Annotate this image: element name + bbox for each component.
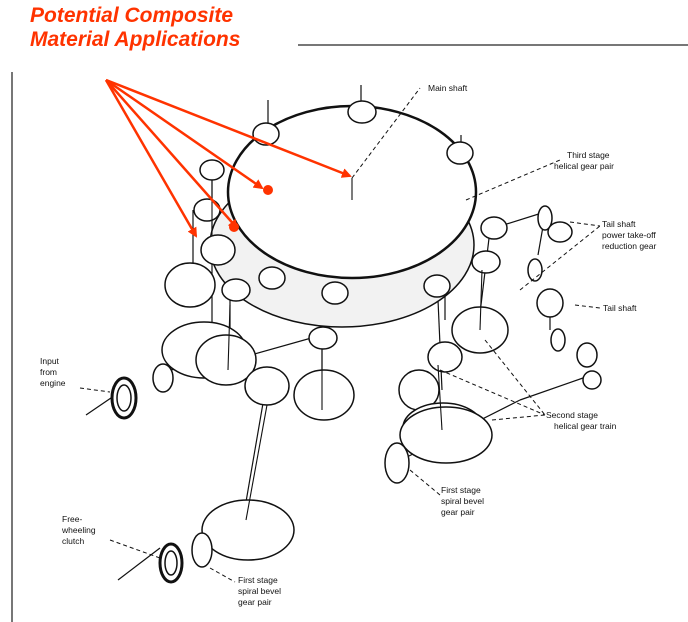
title-line-2: Material Applications — [30, 28, 241, 51]
gear-top-3 — [446, 141, 474, 165]
label-freewheel-2: wheeling — [61, 525, 96, 535]
gear-right-2 — [471, 250, 501, 274]
gear-tail-6 — [576, 342, 598, 368]
labels: Main shaft Third stage helical gear pair… — [40, 83, 657, 607]
label-freewheel-1: Free- — [62, 514, 82, 524]
gear-left-2 — [193, 198, 221, 222]
leader-lines — [79, 87, 601, 583]
gear-left-4 — [164, 262, 216, 308]
gear-right-5 — [427, 341, 463, 373]
gear-right-3 — [423, 274, 451, 298]
label-second-stage-1: Second stage — [546, 410, 598, 420]
label-first-bevel-left-3: gear pair — [238, 597, 272, 607]
gear-right-1 — [480, 216, 508, 240]
label-input-2: from — [40, 367, 57, 377]
label-third-stage-1: Third stage — [567, 150, 610, 160]
composite-dots — [229, 185, 273, 232]
gear-center-4 — [293, 369, 355, 421]
label-tail-pto-2: power take-off — [602, 230, 656, 240]
gear-input-clutch-inner — [116, 384, 132, 412]
label-first-bevel-left-2: spiral bevel — [238, 586, 281, 596]
label-third-stage-2: helical gear pair — [554, 161, 614, 171]
label-freewheel-3: clutch — [62, 536, 84, 546]
label-first-bevel-right-3: gear pair — [441, 507, 475, 517]
title-line-1: Potential Composite — [30, 4, 234, 27]
label-first-bevel-right-2: spiral bevel — [441, 496, 484, 506]
label-first-bevel-left-1: First stage — [238, 575, 278, 585]
gears — [110, 100, 602, 584]
label-first-bevel-right-1: First stage — [441, 485, 481, 495]
label-input-3: engine — [40, 378, 66, 388]
label-input-1: Input — [40, 356, 60, 366]
gear-center-3 — [321, 281, 349, 305]
label-tail-shaft: Tail shaft — [603, 303, 637, 313]
composite-arrows — [104, 78, 352, 238]
gear-left-8 — [195, 334, 257, 386]
label-main-shaft: Main shaft — [428, 83, 468, 93]
label-second-stage-2: helical gear train — [554, 421, 617, 431]
gear-bevel-right — [384, 442, 410, 484]
gear-bevel-large — [201, 499, 295, 561]
label-tail-pto-1: Tail shaft — [602, 219, 636, 229]
gear-tail-7 — [582, 370, 602, 390]
gear-bevel-left — [191, 532, 213, 568]
gear-input-1 — [152, 363, 174, 393]
gear-left-6 — [258, 266, 286, 290]
gear-tail-5 — [550, 328, 566, 352]
gear-top-2 — [347, 100, 377, 124]
gear-left-3 — [200, 234, 236, 266]
gear-freewheel-clutch-inner — [164, 550, 178, 576]
frame — [11, 44, 688, 622]
gear-tail-2 — [547, 221, 573, 243]
label-tail-pto-3: reduction gear — [602, 241, 657, 251]
slide-title: Potential Composite Material Application… — [30, 4, 240, 52]
gear-tail-1 — [537, 205, 553, 231]
gear-tail-3 — [527, 258, 543, 282]
gear-right-8 — [399, 406, 493, 464]
gear-tail-4 — [536, 288, 564, 318]
gear-left-1 — [199, 159, 225, 181]
gear-center-2 — [308, 326, 338, 350]
gear-left-5 — [221, 278, 251, 302]
gear-center-1 — [244, 366, 290, 406]
shafts-overlay — [211, 178, 483, 521]
